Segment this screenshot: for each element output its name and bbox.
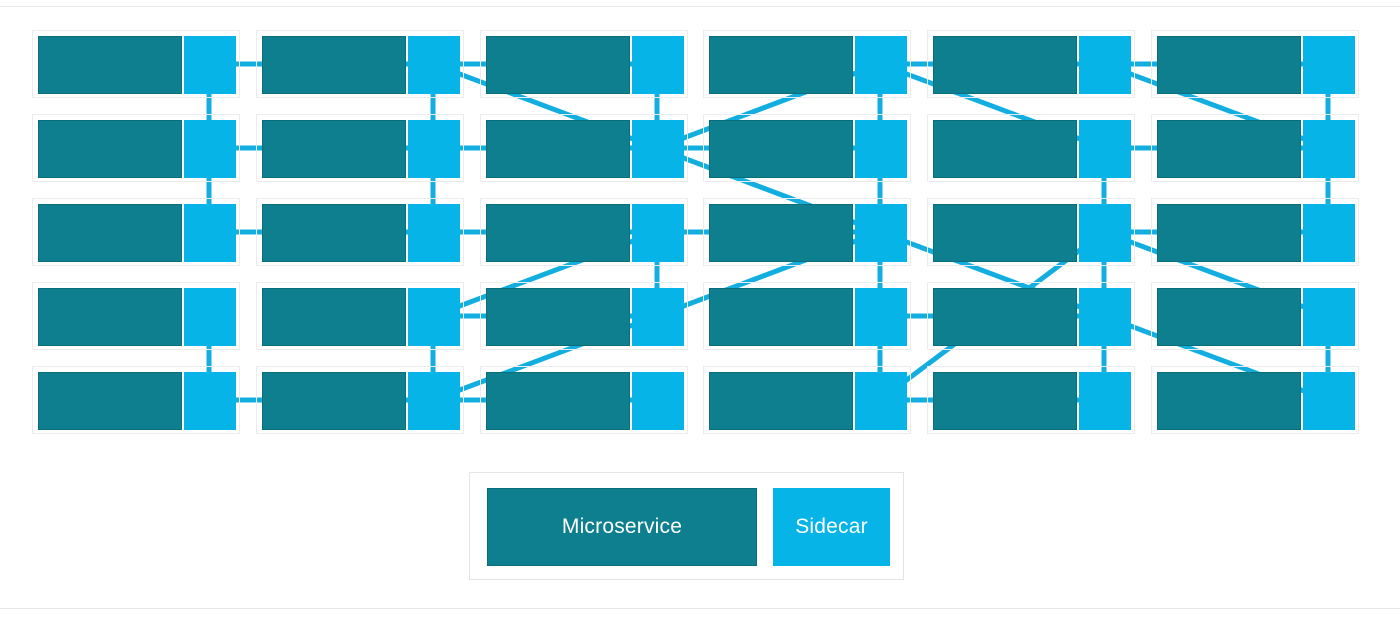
sidecar-node[interactable]	[632, 204, 684, 262]
microservice-node[interactable]	[933, 204, 1077, 262]
microservice-node[interactable]	[933, 288, 1077, 346]
microservice-node[interactable]	[709, 120, 853, 178]
host-cell[interactable]	[1151, 198, 1359, 266]
host-cell[interactable]	[927, 30, 1135, 98]
host-cell[interactable]	[32, 366, 240, 434]
host-cell[interactable]	[927, 366, 1135, 434]
microservice-node[interactable]	[1157, 288, 1301, 346]
sidecar-node[interactable]	[408, 36, 460, 94]
microservice-mesh-diagram	[32, 30, 1359, 434]
sidecar-node[interactable]	[1079, 372, 1131, 430]
host-cell[interactable]	[480, 114, 688, 182]
top-divider	[0, 6, 1400, 7]
sidecar-node[interactable]	[1079, 120, 1131, 178]
microservice-node[interactable]	[486, 120, 630, 178]
microservice-node[interactable]	[38, 120, 182, 178]
microservice-node[interactable]	[38, 36, 182, 94]
sidecar-node[interactable]	[408, 204, 460, 262]
microservice-node[interactable]	[486, 288, 630, 346]
host-cell[interactable]	[480, 366, 688, 434]
sidecar-node[interactable]	[408, 288, 460, 346]
sidecar-node[interactable]	[1303, 120, 1355, 178]
host-cell[interactable]	[927, 114, 1135, 182]
legend-sidecar-swatch: Sidecar	[773, 488, 890, 566]
microservice-node[interactable]	[933, 36, 1077, 94]
host-cell[interactable]	[256, 366, 464, 434]
sidecar-node[interactable]	[632, 372, 684, 430]
host-cell[interactable]	[256, 114, 464, 182]
host-cell[interactable]	[256, 282, 464, 350]
sidecar-node[interactable]	[1303, 36, 1355, 94]
host-cells-layer	[32, 30, 1359, 434]
host-cell[interactable]	[703, 30, 911, 98]
sidecar-node[interactable]	[632, 36, 684, 94]
host-cell[interactable]	[1151, 114, 1359, 182]
microservice-node[interactable]	[1157, 372, 1301, 430]
sidecar-node[interactable]	[1303, 204, 1355, 262]
microservice-node[interactable]	[486, 36, 630, 94]
host-cell[interactable]	[703, 198, 911, 266]
host-cell[interactable]	[32, 114, 240, 182]
microservice-node[interactable]	[486, 204, 630, 262]
microservice-node[interactable]	[262, 36, 406, 94]
host-cell[interactable]	[480, 282, 688, 350]
legend-items: Microservice Sidecar	[487, 488, 890, 566]
sidecar-node[interactable]	[184, 36, 236, 94]
microservice-node[interactable]	[933, 372, 1077, 430]
sidecar-node[interactable]	[1303, 372, 1355, 430]
sidecar-node[interactable]	[632, 288, 684, 346]
microservice-node[interactable]	[486, 372, 630, 430]
host-cell[interactable]	[1151, 282, 1359, 350]
microservice-node[interactable]	[38, 288, 182, 346]
host-cell[interactable]	[32, 282, 240, 350]
host-cell[interactable]	[32, 198, 240, 266]
microservice-node[interactable]	[1157, 36, 1301, 94]
sidecar-node[interactable]	[855, 372, 907, 430]
sidecar-node[interactable]	[408, 120, 460, 178]
host-cell[interactable]	[1151, 366, 1359, 434]
host-cell[interactable]	[256, 198, 464, 266]
microservice-node[interactable]	[709, 36, 853, 94]
microservice-node[interactable]	[709, 204, 853, 262]
legend-microservice-swatch: Microservice	[487, 488, 757, 566]
microservice-node[interactable]	[262, 204, 406, 262]
host-cell[interactable]	[32, 30, 240, 98]
microservice-node[interactable]	[709, 288, 853, 346]
host-cell[interactable]	[927, 198, 1135, 266]
sidecar-node[interactable]	[184, 372, 236, 430]
microservice-node[interactable]	[709, 372, 853, 430]
microservice-node[interactable]	[933, 120, 1077, 178]
sidecar-node[interactable]	[855, 204, 907, 262]
sidecar-node[interactable]	[1079, 204, 1131, 262]
host-cell[interactable]	[480, 198, 688, 266]
sidecar-node[interactable]	[408, 372, 460, 430]
sidecar-node[interactable]	[1303, 288, 1355, 346]
sidecar-node[interactable]	[1079, 36, 1131, 94]
host-cell[interactable]	[927, 282, 1135, 350]
sidecar-node[interactable]	[184, 204, 236, 262]
microservice-node[interactable]	[262, 372, 406, 430]
sidecar-node[interactable]	[184, 120, 236, 178]
sidecar-node[interactable]	[632, 120, 684, 178]
sidecar-node[interactable]	[855, 288, 907, 346]
sidecar-node[interactable]	[1079, 288, 1131, 346]
host-cell[interactable]	[256, 30, 464, 98]
microservice-node[interactable]	[262, 288, 406, 346]
microservice-node[interactable]	[1157, 204, 1301, 262]
bottom-divider	[0, 608, 1400, 609]
microservice-node[interactable]	[38, 204, 182, 262]
microservice-node[interactable]	[38, 372, 182, 430]
legend: Microservice Sidecar	[469, 472, 904, 580]
host-cell[interactable]	[480, 30, 688, 98]
host-cell[interactable]	[703, 114, 911, 182]
sidecar-node[interactable]	[184, 288, 236, 346]
microservice-node[interactable]	[262, 120, 406, 178]
sidecar-node[interactable]	[855, 120, 907, 178]
host-cell[interactable]	[703, 366, 911, 434]
host-cell[interactable]	[703, 282, 911, 350]
host-cell[interactable]	[1151, 30, 1359, 98]
sidecar-node[interactable]	[855, 36, 907, 94]
microservice-node[interactable]	[1157, 120, 1301, 178]
